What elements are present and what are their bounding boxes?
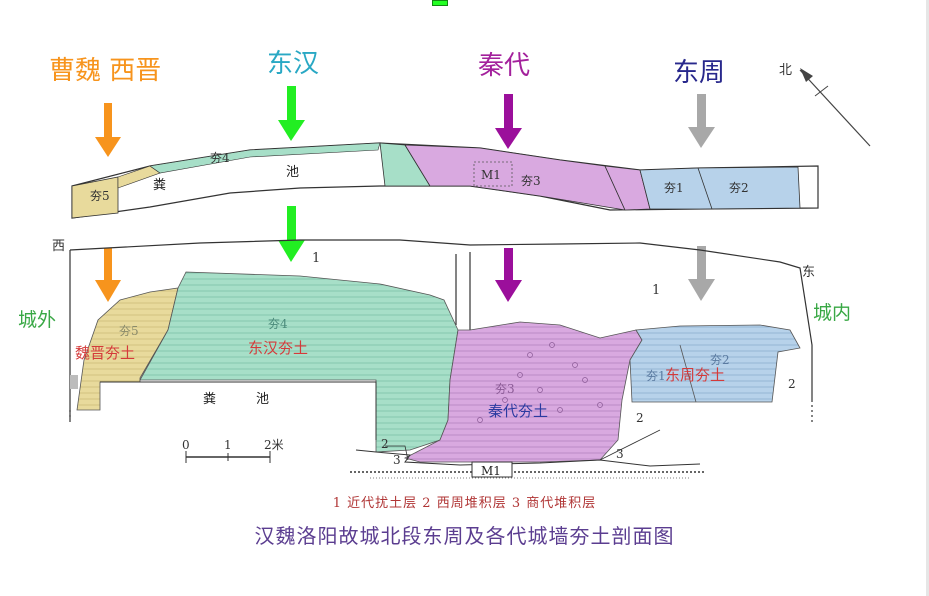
section-west-label: 西 [52,239,65,254]
figure-caption: 汉魏洛阳故城北段东周及各代城墙夯土剖面图 [254,524,675,548]
layer-legend: 1 近代扰土层 2 西周堆积层 3 商代堆积层 [332,496,597,511]
layer-label-2a: 2 [381,437,389,451]
city-outside-label: 城外 [18,309,57,331]
arrow-qin-mid [495,248,522,302]
section-hang2-label: 夯2 [710,353,730,367]
plan-hang4-label: 夯4 [210,151,230,165]
section-weijin-label: 魏晋夯土 [75,344,135,362]
arrow-donghan-top [278,86,305,141]
scale-label-2: 2米 [264,438,284,452]
section-donghan-label: 东汉夯土 [248,339,308,357]
north-arrow-icon [799,68,871,147]
plan-view [71,142,819,219]
section-hang3-label: 夯3 [495,382,515,396]
layer-label-3b: 3 [616,447,624,461]
plan-m1-label: M1 [481,168,501,182]
section-hang1-label: 夯1 [646,369,666,383]
plan-fenchi-label-1: 粪 [153,178,166,193]
scale-label-1: 1 [224,438,232,452]
section-hang4-label: 夯4 [268,317,288,331]
city-inside-label: 城内 [813,302,852,324]
plan-hang5-label: 夯5 [90,189,110,203]
arrow-caowei-mid [95,248,121,302]
section-fenchi-label-2: 池 [256,392,269,407]
arrow-qin-top [495,94,522,149]
scroll-edge [926,0,929,596]
arrow-dongzhou-mid [688,246,715,301]
layer-label-2c: 2 [788,377,796,391]
arrow-caowei-top [95,103,121,157]
plan-hang2-label: 夯2 [729,181,749,195]
section-east-label: 东 [802,265,815,280]
compass-north-label: 北 [779,63,792,78]
top-marker [432,0,448,6]
layer-label-1b: 1 [652,283,660,298]
period-label-caowei-xijin: 曹魏 西晋 [49,56,162,86]
plan-hang1-label: 夯1 [664,181,684,195]
section-dongzhou-label: 东周夯土 [665,366,725,384]
period-label-dongzhou: 东周 [673,58,726,88]
section-fenchi-label-1: 粪 [203,392,216,407]
plan-hang3-label: 夯3 [521,174,541,188]
arrow-donghan-mid [278,206,305,262]
layer-label-1a: 1 [312,251,320,266]
section-qin-label: 秦代夯土 [488,402,548,420]
layer-label-2b: 2 [636,411,644,425]
period-label-qin: 秦代 [478,51,531,81]
layer-label-3a: 3 [393,453,401,467]
period-label-donghan: 东汉 [267,49,320,79]
scale-label-0: 0 [182,438,190,452]
cross-section [69,239,813,479]
section-m1-label: M1 [481,464,501,478]
plan-fenchi-label-2: 池 [286,165,299,180]
arrow-dongzhou-top [688,94,715,148]
section-hang5-label: 夯5 [119,324,139,338]
